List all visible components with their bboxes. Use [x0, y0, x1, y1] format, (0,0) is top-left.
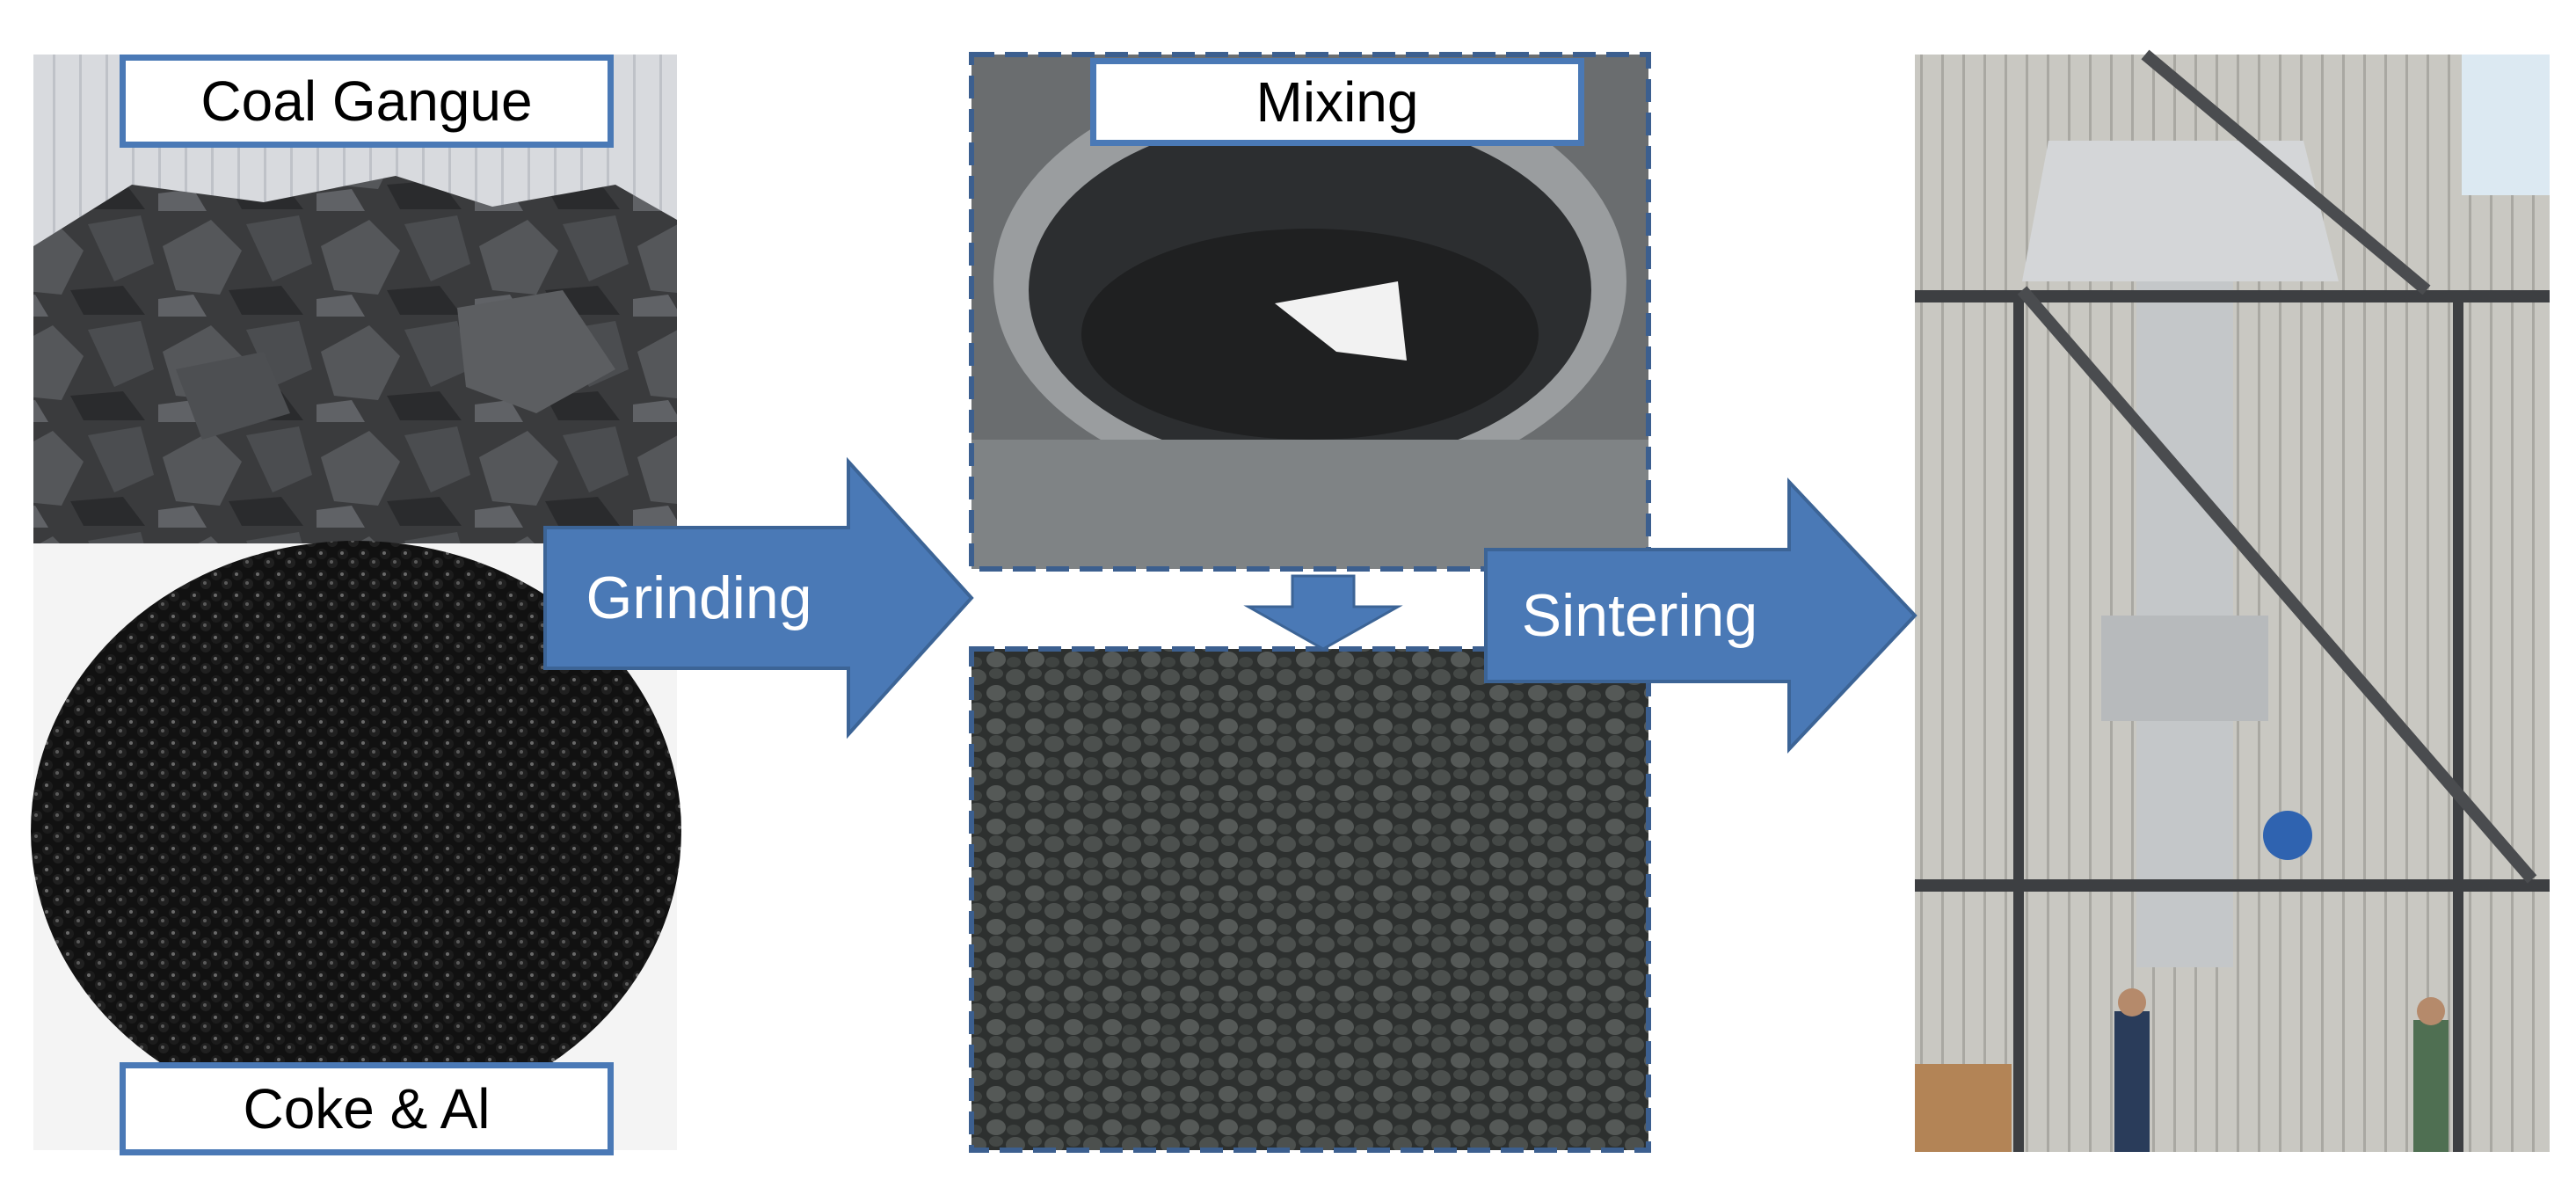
sintering-arrow — [1484, 477, 1917, 754]
grinding-arrow-label: Grinding — [586, 565, 812, 631]
mixing-label: Mixing — [1090, 58, 1584, 146]
grinding-arrow — [543, 456, 974, 740]
coal-gangue-label: Coal Gangue — [120, 55, 614, 148]
mixed-pellets-photo — [969, 646, 1651, 1153]
sintering-furnace-photo — [1915, 49, 2550, 1152]
sintering-arrow-label: Sintering — [1521, 582, 1758, 649]
down-arrow — [1243, 574, 1403, 651]
coke-al-label: Coke & Al — [120, 1062, 614, 1155]
